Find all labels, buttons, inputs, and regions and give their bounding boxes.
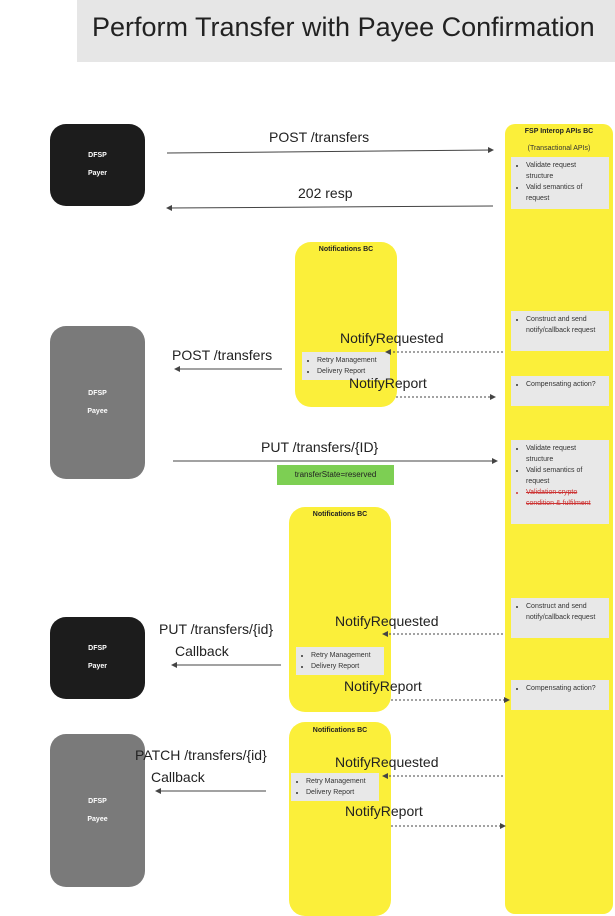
note-item-struck: Validation crypto condition & fulfilment [526, 487, 605, 509]
actor-label: DFSP [88, 152, 107, 159]
note-item: Retry Management [311, 650, 380, 661]
label-202-resp: 202 resp [298, 185, 353, 201]
notifications-bc-note-1: Retry ManagementDelivery Report [302, 352, 390, 380]
label-notify-requested-2: NotifyRequested [335, 613, 439, 629]
note-item: Delivery Report [317, 366, 386, 377]
actor-label: Payee [87, 815, 108, 823]
label-notify-report-3: NotifyReport [345, 803, 423, 819]
notifications-bc-note-3: Retry ManagementDelivery Report [291, 773, 379, 801]
fsp-interop-title: FSP Interop APIs BC [524, 128, 594, 135]
notifications-bc-note-2: Retry ManagementDelivery Report [296, 647, 384, 675]
actor-label: DFSP [88, 389, 107, 397]
note-item: Retry Management [306, 776, 375, 787]
label-notify-report-1: NotifyReport [349, 375, 427, 391]
note-item: Compensating action? [526, 379, 605, 390]
fsp-note-compensating-2: Compensating action? [511, 680, 609, 710]
actor-label: Payee [87, 407, 108, 415]
label-post-transfers: POST /transfers [269, 129, 370, 145]
label-notify-requested-3: NotifyRequested [335, 754, 439, 770]
diagram-title: Perform Transfer with Payee Confirmation [92, 12, 595, 42]
actor-dfsp-payee-1: DFSP Payee [50, 326, 145, 479]
transfer-state-note: transferState=reserved [277, 465, 394, 485]
note-item: Validate request structure [526, 160, 605, 182]
label-put-callback-2: Callback [175, 643, 229, 659]
label-patch-callback-2: Callback [151, 769, 205, 785]
label-notify-report-2: NotifyReport [344, 678, 422, 694]
fsp-note-validate-2: Validate request structureValid semantic… [511, 440, 609, 524]
title-bar [77, 0, 615, 62]
note-item: Delivery Report [306, 787, 375, 798]
label-post-transfers-payee: POST /transfers [172, 347, 273, 363]
fsp-note-compensating-1: Compensating action? [511, 376, 609, 406]
note-item: Valid semantics of request [526, 182, 605, 204]
actor-label: DFSP [88, 645, 107, 652]
label-put-transfers: PUT /transfers/{ID} [261, 439, 379, 455]
note-item: Construct and send notify/callback reque… [526, 601, 605, 623]
fsp-interop-subtitle: (Transactional APIs) [527, 145, 591, 152]
notifications-bc-box-2 [289, 507, 391, 712]
arrow-202-resp [166, 204, 494, 211]
actor-dfsp-payer-2: DFSP Payer [50, 617, 145, 699]
label-patch-callback-1: PATCH /transfers/{id} [135, 747, 267, 763]
actor-label: Payer [87, 663, 108, 670]
note-item: Valid semantics of request [526, 465, 605, 487]
notifications-bc-title-1: Notifications BC [318, 246, 374, 253]
actor-label: DFSP [88, 797, 107, 805]
actor-dfsp-payer-1: DFSP Payer [50, 124, 145, 206]
note-item: Compensating action? [526, 683, 605, 694]
note-item: Delivery Report [311, 661, 380, 672]
notifications-bc-title-3: Notifications BC [312, 727, 368, 734]
fsp-note-validate-1: Validate request structureValid semantic… [511, 157, 609, 209]
note-item: Validate request structure [526, 443, 605, 465]
label-notify-requested-1: NotifyRequested [340, 330, 444, 346]
arrow-post-transfers [166, 147, 494, 154]
notifications-bc-box-3 [289, 722, 391, 916]
fsp-note-construct-1: Construct and send notify/callback reque… [511, 311, 609, 351]
actor-label: Payer [87, 170, 108, 177]
fsp-note-construct-2: Construct and send notify/callback reque… [511, 598, 609, 638]
notifications-bc-title-2: Notifications BC [312, 511, 368, 518]
label-put-callback-1: PUT /transfers/{id} [159, 621, 274, 637]
note-item: Construct and send notify/callback reque… [526, 314, 605, 336]
actor-dfsp-payee-2: DFSP Payee [50, 734, 145, 887]
note-item: Retry Management [317, 355, 386, 366]
